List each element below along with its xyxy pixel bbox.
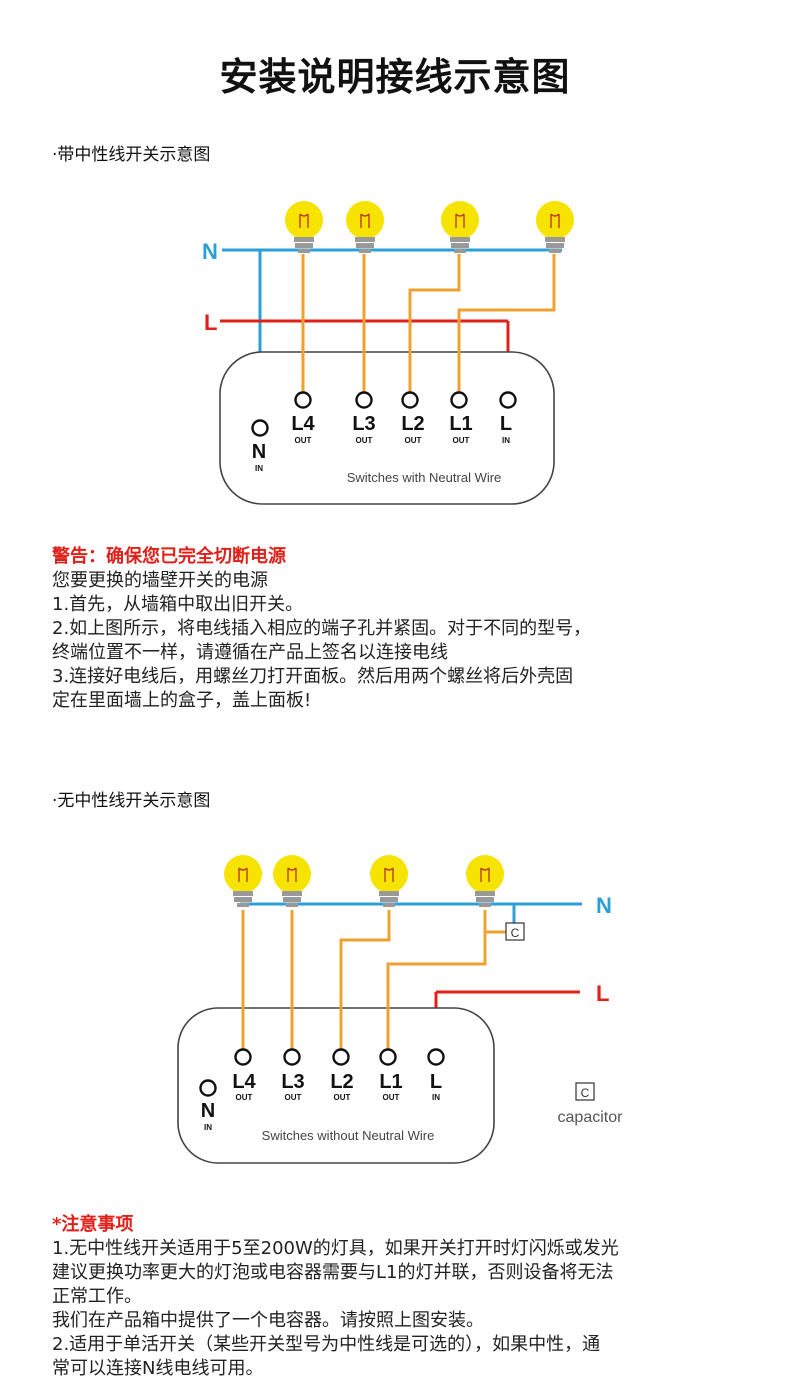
- bulb-4: [466, 855, 504, 907]
- notice-line-2: 建议更换功率更大的灯泡或电容器需要与L1的灯并联，否则设备将无法: [52, 1262, 614, 1283]
- neutral-label: N: [596, 893, 612, 918]
- terminal-l1-sub: OUT: [453, 436, 470, 445]
- switch-caption: Switches with Neutral Wire: [347, 470, 502, 485]
- instruction-line-2: 1.首先，从墙箱中取出旧开关。: [52, 594, 304, 615]
- capacitor-legend-label: capacitor: [558, 1109, 624, 1126]
- neutral-label: N: [202, 239, 218, 264]
- capacitor-legend: C capacitor: [558, 1082, 624, 1126]
- terminal-l-sub: IN: [502, 436, 510, 445]
- terminal-l3-label: L3: [281, 1071, 304, 1093]
- terminal-l2-sub: OUT: [405, 436, 422, 445]
- terminal-l2: L2 OUT: [401, 391, 425, 445]
- terminal-l1-label: L1: [449, 413, 472, 435]
- notice-line-1: 1.无中性线开关适用于5至200W的灯具，如果开关打开时灯闪烁或发光: [52, 1238, 619, 1259]
- terminal-l2-sub: OUT: [334, 1093, 351, 1102]
- terminal-l1: L1 OUT: [379, 1048, 403, 1102]
- instruction-line-4: 终端位置不一样，请遵循在产品上签名以连接电线: [52, 642, 448, 663]
- instruction-line-3: 2.如上图所示，将电线插入相应的端子孔并紧固。对于不同的型号，: [52, 618, 592, 639]
- instruction-line-1: 您要更换的墙壁开关的电源: [52, 570, 268, 591]
- terminal-l4-sub: OUT: [236, 1093, 253, 1102]
- bulb-2: [273, 855, 311, 907]
- live-label: L: [596, 981, 609, 1006]
- switch-body: [177, 1007, 495, 1164]
- terminal-l3-label: L3: [352, 413, 375, 435]
- terminal-l-in: L IN: [427, 1048, 445, 1102]
- instructions-with-neutral: 警告：确保您已完全切断电源 您要更换的墙壁开关的电源 1.首先，从墙箱中取出旧开…: [52, 545, 752, 713]
- terminal-n-label: N: [252, 441, 266, 463]
- terminal-l4-sub: OUT: [295, 436, 312, 445]
- bulb-3: [370, 855, 408, 907]
- terminal-l3: L3 OUT: [281, 1048, 305, 1102]
- terminal-l4: L4 OUT: [232, 1048, 257, 1102]
- notice-line-3: 正常工作。: [52, 1286, 142, 1307]
- terminal-l3-sub: OUT: [285, 1093, 302, 1102]
- load-wires: [301, 254, 556, 392]
- section-heading-without-neutral: ·无中性线开关示意图: [52, 791, 211, 811]
- warning-heading: 警告：确保您已完全切断电源: [52, 546, 286, 567]
- terminal-l4-label: L4: [232, 1071, 256, 1093]
- instruction-line-5: 3.连接好电线后，用螺丝刀打开面板。然后用两个螺丝将后外壳固: [52, 666, 574, 687]
- capacitor-symbol: C: [511, 926, 520, 940]
- bulb-3: [441, 201, 479, 253]
- terminal-l4: L4 OUT: [291, 391, 316, 445]
- terminal-l-label: L: [500, 413, 512, 435]
- terminal-n-sub: IN: [204, 1123, 212, 1132]
- terminal-l-label: L: [430, 1071, 442, 1093]
- page-title: 安装说明接线示意图: [219, 55, 571, 99]
- live-label: L: [204, 310, 217, 335]
- terminal-l4-label: L4: [291, 413, 315, 435]
- terminal-n-in: N IN: [251, 419, 269, 473]
- wiring-diagram-with-neutral: N L L4 OUT L3 OUT L2 OUT L1 OUT L IN N I…: [202, 201, 574, 505]
- capacitor-legend-symbol: C: [581, 1086, 590, 1100]
- terminal-n-sub: IN: [255, 464, 263, 473]
- notice-line-6: 常可以连接N线电线可用。: [52, 1358, 264, 1379]
- terminal-l1-label: L1: [379, 1071, 402, 1093]
- bulb-2: [346, 201, 384, 253]
- instructions-without-neutral: *注意事项 1.无中性线开关适用于5至200W的灯具，如果开关打开时灯闪烁或发光…: [52, 1213, 752, 1381]
- terminal-l-in: L IN: [499, 391, 517, 445]
- notice-line-5: 2.适用于单活开关（某些开关型号为中性线是可选的），如果中性，通: [52, 1334, 601, 1355]
- capacitor: C: [505, 922, 525, 941]
- bulb-1: [285, 201, 323, 253]
- terminal-l-sub: IN: [432, 1093, 440, 1102]
- terminal-l2: L2 OUT: [330, 1048, 354, 1102]
- wiring-diagram-without-neutral: C N L L4 OUT L3 OUT: [177, 855, 624, 1164]
- terminal-l1: L1 OUT: [449, 391, 473, 445]
- terminal-l2-label: L2: [330, 1071, 353, 1093]
- terminal-l2-label: L2: [401, 413, 424, 435]
- terminal-l3-sub: OUT: [356, 436, 373, 445]
- switch-caption: Switches without Neutral Wire: [262, 1128, 435, 1143]
- load-wires: [241, 910, 506, 1050]
- instruction-line-6: 定在里面墙上的盒子，盖上面板!: [52, 690, 312, 711]
- terminal-n-in: N IN: [199, 1079, 217, 1132]
- notice-line-4: 我们在产品箱中提供了一个电容器。请按照上图安装。: [52, 1310, 484, 1331]
- terminal-l3: L3 OUT: [352, 391, 376, 445]
- section-heading-with-neutral: ·带中性线开关示意图: [52, 145, 211, 165]
- bulb-4: [536, 201, 574, 253]
- terminal-l1-sub: OUT: [383, 1093, 400, 1102]
- terminal-n-label: N: [201, 1100, 215, 1122]
- bulb-1: [224, 855, 262, 907]
- notice-heading: *注意事项: [52, 1214, 134, 1235]
